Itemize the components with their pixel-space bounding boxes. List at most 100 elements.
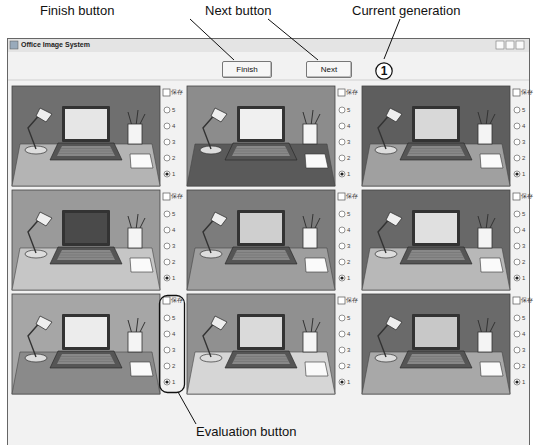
- rating-label: 3: [347, 243, 350, 249]
- desk-top: [12, 352, 160, 394]
- laptop-screen: [240, 109, 282, 139]
- pen: [136, 110, 138, 126]
- laptop-keyboard: [57, 146, 115, 156]
- desk-top: [12, 248, 160, 290]
- button-label: Finish: [223, 66, 271, 74]
- rating-label: 1: [172, 275, 175, 281]
- checkbox: [338, 89, 345, 96]
- checkbox: [163, 193, 170, 200]
- radio-button: [514, 123, 520, 129]
- key-row: [409, 257, 464, 258]
- radio-button: [164, 211, 170, 217]
- rating-label: 2: [347, 155, 350, 161]
- laptop-lid: [62, 210, 110, 246]
- pen-cup: [478, 332, 492, 352]
- key-row: [60, 148, 113, 149]
- radio-dot: [340, 172, 343, 175]
- radio-button: [339, 347, 345, 353]
- checkbox: [513, 89, 520, 96]
- rating-label: 5: [172, 315, 175, 321]
- radio-button: [339, 171, 345, 177]
- rating-label: 2: [347, 363, 350, 369]
- radio-button: [339, 331, 345, 337]
- office-image: [12, 86, 160, 186]
- radio-button: [164, 139, 170, 145]
- laptop-lid: [237, 314, 285, 350]
- radio-button: [339, 363, 345, 369]
- callout-label: Evaluation button: [196, 425, 296, 438]
- office-image: [362, 86, 510, 186]
- laptop-base: [50, 143, 122, 160]
- radio-button: [514, 331, 520, 337]
- wall: [362, 190, 510, 290]
- pen-cup: [128, 228, 142, 248]
- rating-label: 5: [347, 211, 350, 217]
- rating-label: 5: [522, 107, 525, 113]
- lamp-head: [36, 316, 52, 330]
- rating-label: 3: [522, 347, 525, 353]
- window-frame: [8, 39, 530, 445]
- checkbox: [338, 193, 345, 200]
- rating-label: 3: [347, 139, 350, 145]
- window-icon: [10, 41, 18, 49]
- leader-line: [178, 392, 196, 424]
- rating-label: 4: [347, 331, 350, 337]
- checkbox-label: 保存: [171, 89, 183, 95]
- radio-button: [514, 211, 520, 217]
- lamp-head: [386, 212, 402, 226]
- radio-button: [339, 275, 345, 281]
- radio-button: [164, 331, 170, 337]
- key-row: [59, 257, 114, 258]
- radio-dot: [515, 276, 518, 279]
- rating-label: 5: [172, 211, 175, 217]
- laptop-screen: [415, 317, 457, 347]
- rating-label: 2: [347, 259, 350, 265]
- radio-button: [339, 123, 345, 129]
- pen-cup: [128, 332, 142, 352]
- callout-label: Finish button: [40, 4, 114, 17]
- leader-line: [190, 19, 234, 60]
- generation-circle: 1: [375, 62, 393, 80]
- radio-button: [514, 171, 520, 177]
- radio-button: [164, 155, 170, 161]
- rating-label: 1: [522, 379, 525, 385]
- key-row: [59, 359, 113, 360]
- key-row: [234, 361, 289, 362]
- office-image: [187, 86, 335, 186]
- office-image: [362, 294, 510, 394]
- laptop-keyboard: [407, 250, 465, 260]
- key-row: [59, 153, 114, 154]
- note-pad: [480, 258, 503, 272]
- radio-button: [164, 243, 170, 249]
- note-pad: [305, 258, 328, 272]
- key-row: [409, 255, 463, 256]
- office-image: [12, 190, 160, 290]
- laptop-screen: [65, 213, 107, 243]
- key-row: [235, 252, 288, 253]
- rating-label: 4: [522, 331, 525, 337]
- laptop-keyboard: [232, 354, 290, 364]
- rating-label: 1: [347, 171, 350, 177]
- radio-button: [514, 275, 520, 281]
- radio-button: [339, 211, 345, 217]
- laptop-screen: [65, 109, 107, 139]
- toolbar-separator: [8, 80, 529, 81]
- rating-label: 5: [522, 211, 525, 217]
- radio-button: [164, 259, 170, 265]
- pen-cup: [303, 332, 317, 352]
- pen-cup: [303, 228, 317, 248]
- laptop-base: [225, 247, 297, 264]
- laptop-keyboard: [407, 146, 465, 156]
- rating-label: 3: [522, 139, 525, 145]
- office-image: [362, 190, 510, 290]
- laptop-keyboard: [232, 146, 290, 156]
- rating-label: 5: [347, 315, 350, 321]
- laptop-lid: [237, 106, 285, 142]
- laptop-base: [400, 143, 472, 160]
- rating-label: 4: [172, 123, 175, 129]
- lamp-head: [211, 212, 227, 226]
- rating-label: 4: [522, 227, 525, 233]
- key-row: [234, 255, 288, 256]
- rating-label: 5: [522, 315, 525, 321]
- key-row: [234, 151, 288, 152]
